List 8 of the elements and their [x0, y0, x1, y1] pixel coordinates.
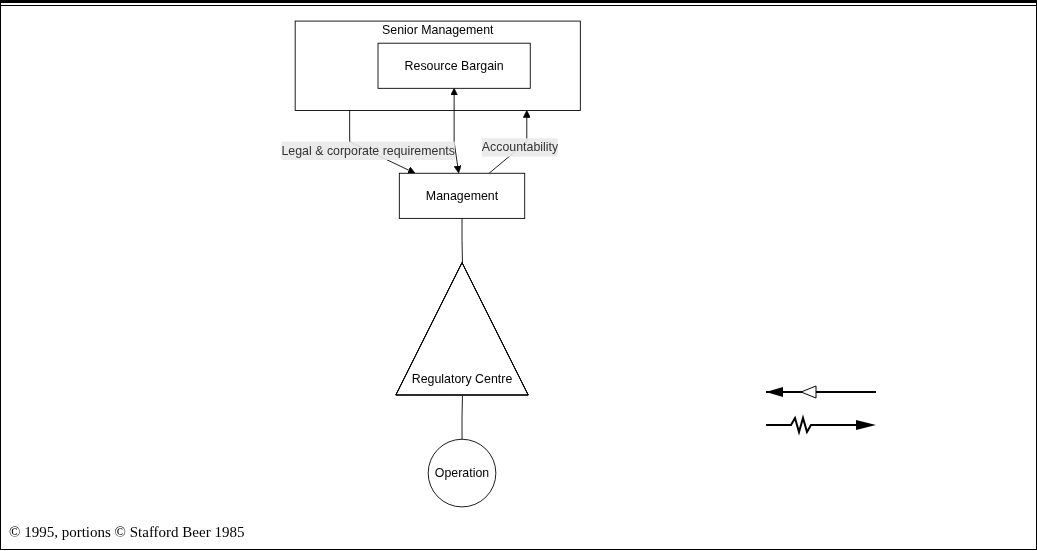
connector [461, 395, 463, 440]
copyright-note: © 1995, portions © Stafford Beer 1985 [9, 524, 245, 541]
edge-label: Accountability [481, 139, 559, 155]
connector [461, 217, 463, 264]
node-box: Resource Bargain [377, 42, 531, 89]
node-box: Management [399, 172, 526, 219]
node-circle: Operation [427, 438, 497, 508]
edge-label: Legal & corporate requirements [281, 143, 456, 158]
